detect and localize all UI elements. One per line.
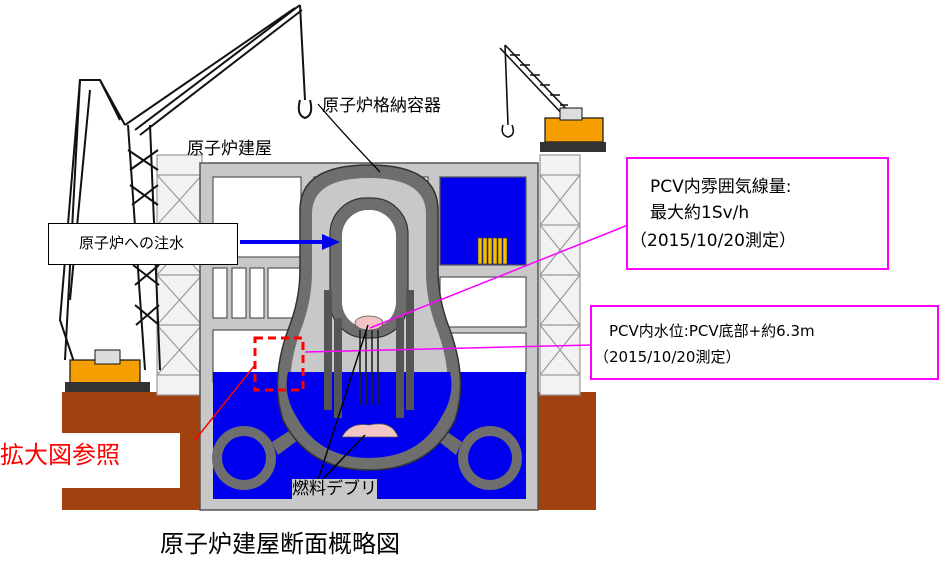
torus-right-inner [468,436,512,480]
fuel-rack [477,237,508,265]
diagram-caption: 原子炉建屋断面概略図 [160,530,400,558]
water-injection-box: 原子炉への注水 [48,223,238,265]
enlarge-leader [194,364,256,441]
control-rods [359,330,379,405]
scaffold-right [539,154,581,396]
fuel-debris-label: 燃料デブリ [292,479,377,500]
debris-leaders [317,324,369,481]
radiation-leader [369,224,629,329]
scaffold-left [156,154,203,396]
rpv-inner [342,210,396,328]
reactor-building-label: 原子炉建屋 [187,139,272,159]
water-level-line2: （2015/10/20測定） [594,348,741,366]
crane-left-body [65,349,150,392]
debris-lower [341,423,399,438]
pcv-label: 原子炉格納容器 [322,96,441,116]
pcv-leader [317,103,381,173]
torus-left-inner [222,436,266,480]
enlarge-highlight [253,336,305,392]
arrow-right-icon [322,234,340,250]
water-level-callout: PCV内水位:PCV底部+約6.3m （2015/10/20測定） [590,305,939,380]
radiation-line2: 最大約1Sv/h [650,203,750,223]
water-level-line1: PCV内水位:PCV底部+約6.3m [609,322,815,340]
enlarged-ref-box: 拡大図参照 [0,433,180,488]
crane-right-body [540,107,606,152]
debris-upper [354,315,384,331]
radiation-callout: PCV内雰囲気線量: 最大約1Sv/h （2015/10/20測定） [626,157,889,270]
radiation-line1: PCV内雰囲気線量: [650,177,792,197]
water-level-leader [304,344,593,353]
enlarged-ref-label: 拡大図参照 [0,441,120,469]
radiation-line3: （2015/10/20測定） [630,231,796,251]
crane-right [499,44,573,138]
water-injection-label: 原子炉への注水 [79,234,185,252]
